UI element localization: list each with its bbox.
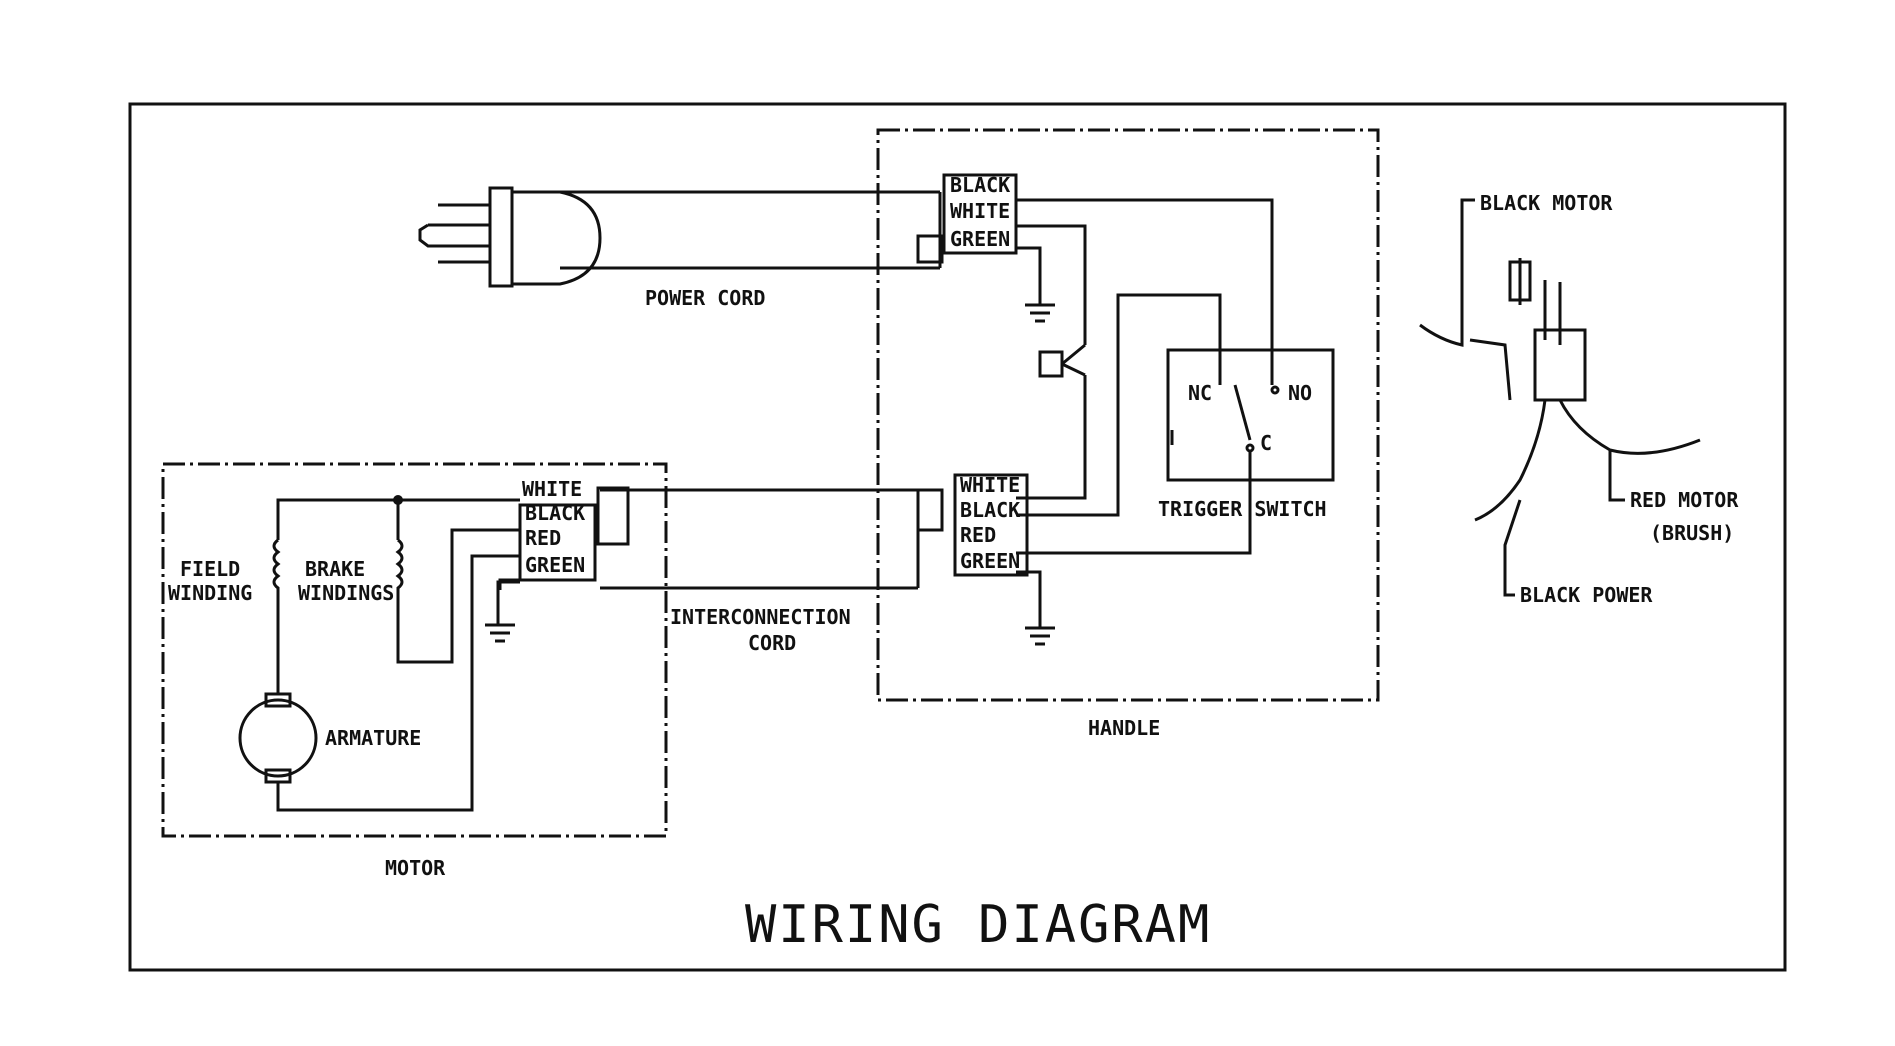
- brake-winding-label-1: BRAKE: [305, 557, 365, 581]
- power-wire-green: GREEN: [950, 227, 1010, 251]
- switch-terminal-nc: NC: [1188, 381, 1212, 405]
- field-winding-label-1: FIELD: [180, 557, 240, 581]
- detail-label-red-motor-2: (BRUSH): [1650, 521, 1734, 545]
- detail-label-red-motor-1: RED MOTOR: [1630, 488, 1739, 512]
- interconnection-cord-label-2: CORD: [748, 631, 796, 655]
- power-cord-label: POWER CORD: [645, 286, 765, 310]
- interconnection-cord-label-1: INTERCONNECTION: [670, 605, 851, 629]
- power-plug: [418, 186, 944, 288]
- power-wire-white: WHITE: [950, 199, 1010, 223]
- handle-wire-green: GREEN: [960, 549, 1020, 573]
- trigger-switch-label: TRIGGER SWITCH: [1158, 497, 1327, 521]
- motor-wire-green: GREEN: [525, 553, 585, 577]
- motor-box: [161, 462, 668, 838]
- brake-winding-label-2: WINDINGS: [298, 581, 394, 605]
- armature-label: ARMATURE: [325, 726, 421, 750]
- field-winding-label-2: WINDING: [168, 581, 252, 605]
- handle-box: [876, 128, 1380, 702]
- ground-symbol-top: [1016, 246, 1055, 323]
- handle-wire-black: BLACK: [960, 498, 1020, 522]
- handle-label: HANDLE: [1088, 716, 1160, 740]
- ground-symbol-handle: [1016, 570, 1055, 646]
- switch-terminal-no: NO: [1288, 381, 1312, 405]
- armature-symbol: [238, 692, 318, 784]
- switch-terminal-c: C: [1260, 431, 1272, 455]
- field-winding-coil: [272, 538, 281, 610]
- outer-frame: [128, 102, 1787, 972]
- handle-wire-white: WHITE: [960, 473, 1020, 497]
- interconnection-cord: [596, 486, 920, 590]
- switch-detail-sketch: [1419, 198, 1701, 597]
- motor-wire-white: WHITE: [522, 477, 582, 501]
- motor-wire-red: RED: [525, 526, 561, 550]
- suppressor-component: [1038, 343, 1086, 378]
- power-wire-black: BLACK: [950, 173, 1010, 197]
- detail-label-black-power: BLACK POWER: [1520, 583, 1653, 607]
- brake-winding-coil: [395, 538, 404, 610]
- diagram-title: WIRING DIAGRAM: [745, 895, 1211, 955]
- handle-wire-red: RED: [960, 523, 996, 547]
- ground-symbol-motor: [485, 578, 520, 643]
- detail-label-black-motor: BLACK MOTOR: [1480, 191, 1613, 215]
- motor-label: MOTOR: [385, 856, 446, 880]
